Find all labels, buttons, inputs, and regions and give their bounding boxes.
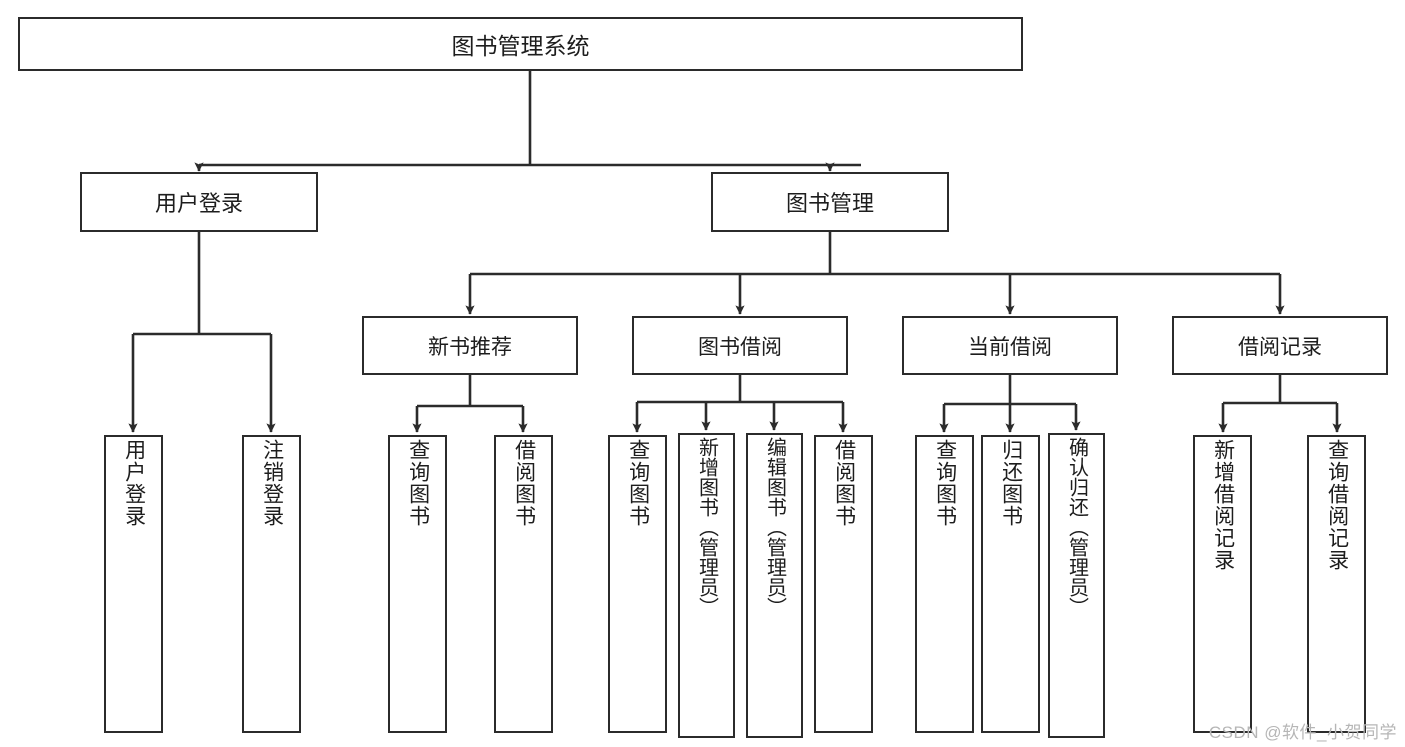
node-label: 图书管理系统 [451, 33, 590, 59]
node-label: 查询图书 [406, 439, 430, 527]
node-label: 查询借阅记录 [1325, 439, 1349, 571]
node-label: 当前借阅 [968, 335, 1052, 359]
csdn-watermark: CSDN @软件_小贺同学 [1208, 723, 1397, 742]
node-book-borrow[interactable]: 图书借阅 [632, 316, 848, 375]
node-root-system[interactable]: 图书管理系统 [18, 17, 1023, 71]
node-label: 新增图书（管理员） [695, 437, 718, 617]
node-label: 用户登录 [122, 439, 146, 527]
node-leaf-borrow-book-recommend[interactable]: 借阅图书 [494, 435, 553, 733]
node-label: 注销登录 [260, 439, 284, 527]
node-leaf-query-book-recommend[interactable]: 查询图书 [388, 435, 447, 733]
node-current-borrow[interactable]: 当前借阅 [902, 316, 1118, 375]
node-label: 图书管理 [785, 191, 874, 216]
node-label: 归还图书 [999, 439, 1023, 527]
node-label: 用户登录 [154, 191, 243, 216]
node-leaf-return-book[interactable]: 归还图书 [981, 435, 1040, 733]
node-leaf-add-book-admin[interactable]: 新增图书（管理员） [678, 433, 735, 738]
node-label: 查询图书 [626, 439, 650, 527]
node-leaf-user-login[interactable]: 用户登录 [104, 435, 163, 733]
node-leaf-borrow-book[interactable]: 借阅图书 [814, 435, 873, 733]
node-leaf-logout[interactable]: 注销登录 [242, 435, 301, 733]
node-label: 借阅图书 [832, 439, 856, 527]
node-label: 借阅记录 [1238, 335, 1322, 359]
node-leaf-query-book-borrow[interactable]: 查询图书 [608, 435, 667, 733]
node-label: 新增借阅记录 [1211, 439, 1235, 571]
node-label: 查询图书 [933, 439, 957, 527]
node-label: 图书借阅 [698, 335, 782, 359]
node-leaf-add-borrow-record[interactable]: 新增借阅记录 [1193, 435, 1252, 733]
node-new-book-recommend[interactable]: 新书推荐 [362, 316, 578, 375]
node-leaf-edit-book-admin[interactable]: 编辑图书（管理员） [746, 433, 803, 738]
node-book-management[interactable]: 图书管理 [711, 172, 949, 232]
node-label: 新书推荐 [428, 335, 512, 359]
node-leaf-query-borrow-record[interactable]: 查询借阅记录 [1307, 435, 1366, 733]
node-user-login[interactable]: 用户登录 [80, 172, 318, 232]
node-borrow-record[interactable]: 借阅记录 [1172, 316, 1388, 375]
node-label: 编辑图书（管理员） [763, 437, 786, 617]
node-leaf-confirm-return-admin[interactable]: 确认归还（管理员） [1048, 433, 1105, 738]
node-leaf-query-book-current[interactable]: 查询图书 [915, 435, 974, 733]
node-label: 确认归还（管理员） [1065, 437, 1088, 617]
node-label: 借阅图书 [512, 439, 536, 527]
